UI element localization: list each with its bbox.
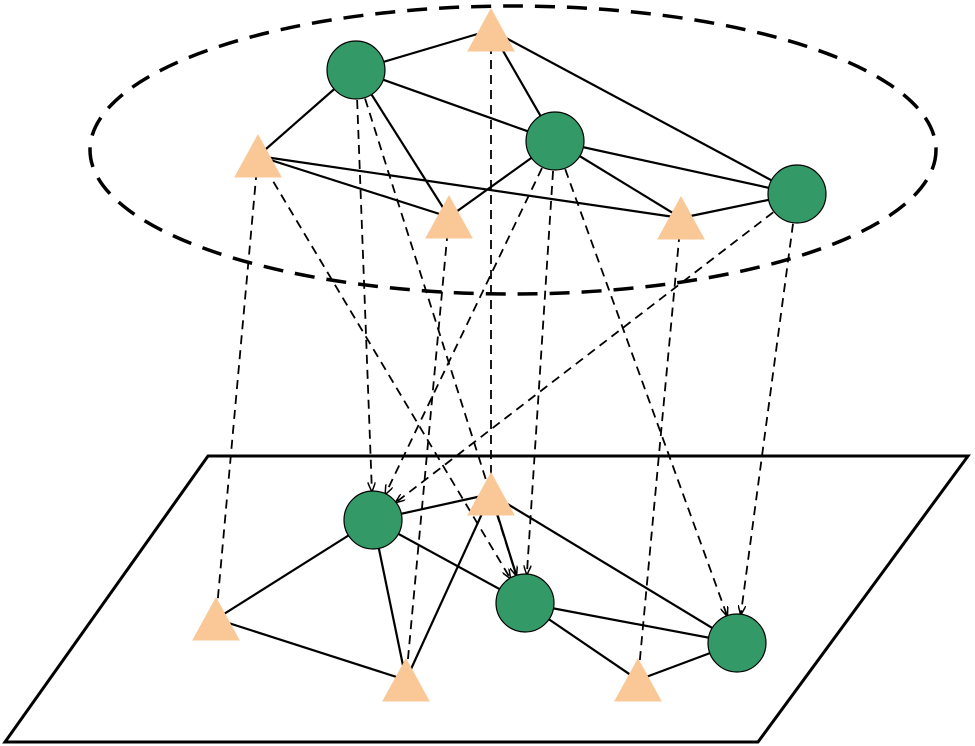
lower-triangle-node-L3 [192,596,240,641]
lower-edge-L4-L2 [404,493,493,681]
interlayer-link-U7-L7 [741,193,798,614]
interlayer-link-U7-L1 [396,193,798,502]
upper-edge-U1-U4 [355,68,556,143]
lower-edge-L1-L3 [215,519,374,620]
upper-circle-node-U1 [326,40,386,100]
upper-edge-U2-U7 [490,29,798,195]
upper-triangle-node-U3 [234,133,282,178]
interlayer-link-U3-L3 [215,155,259,620]
lower-edge-L2-L7 [490,493,738,644]
network-nodes [192,7,827,702]
lower-triangle-node-L2 [467,471,515,516]
upper-layer-boundary [88,4,938,296]
interlayer-link-U4-L5 [527,140,556,574]
upper-edge-U4-U7 [554,139,798,196]
upper-edge-U3-U6 [257,154,682,220]
upper-edge-U3-U5 [257,154,450,219]
upper-triangle-node-U2 [467,7,515,52]
interlayer-link-U4-L7 [554,140,727,616]
upper-circle-node-U4 [525,111,585,171]
interlayer-link-U4-L1 [386,140,556,494]
interlayer-link-U5-L4 [405,216,450,681]
lower-circle-node-L1 [343,490,403,550]
lower-layer-plane [2,454,971,744]
upper-circle-node-U7 [767,164,827,224]
lower-circle-node-L7 [707,613,767,673]
interlayer-link-U1-L1 [355,69,372,491]
lower-triangle-node-L4 [382,657,430,702]
upper-triangle-node-U6 [657,195,705,240]
lower-edge-L5-L7 [524,601,738,645]
interlayer-link-U3-L5 [257,155,510,578]
lower-triangle-node-L6 [614,657,662,702]
interlayer-link-U6-L6 [637,217,682,681]
lower-circle-node-L5 [495,573,555,633]
lower-edge-L3-L4 [215,617,407,682]
upper-triangle-node-U5 [425,194,473,239]
